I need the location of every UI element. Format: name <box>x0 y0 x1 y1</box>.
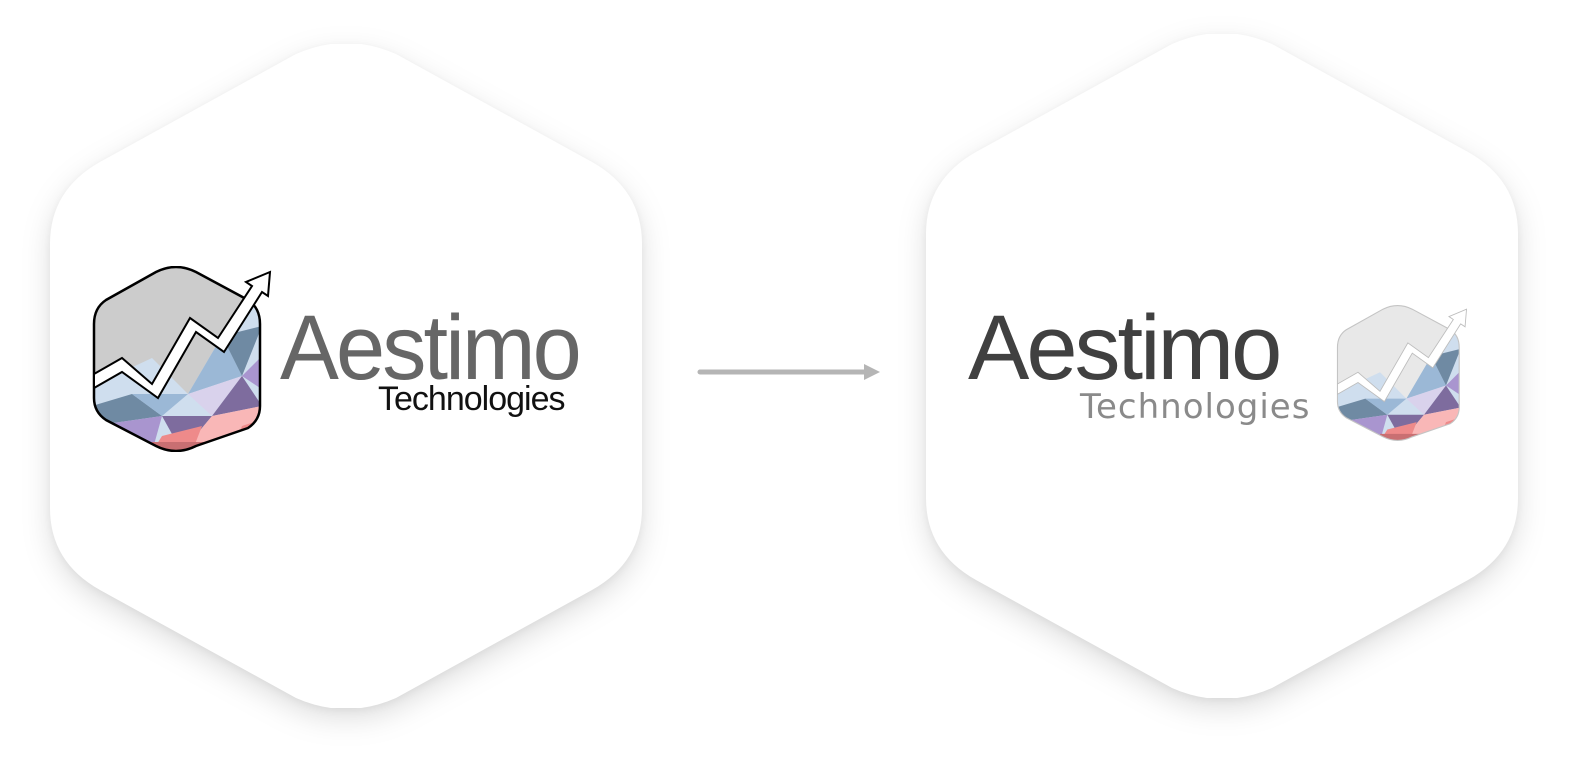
brand-name: Aestimo <box>280 297 582 399</box>
aestimo-hexagon-chart-icon <box>92 266 272 452</box>
hexagon-background <box>926 34 1518 698</box>
aestimo-hexagon-chart-icon <box>1336 304 1468 442</box>
after-logo-card: Aestimo Technologies <box>920 34 1524 698</box>
brand-subtitle: Technologies <box>378 380 565 418</box>
before-logo-card: Aestimo Technologies <box>44 44 648 708</box>
brand-subtitle: Technologies <box>1080 387 1311 427</box>
brand-name: Aestimo <box>968 297 1282 399</box>
right-arrow-icon <box>697 364 880 380</box>
hexagon-background <box>50 44 642 708</box>
